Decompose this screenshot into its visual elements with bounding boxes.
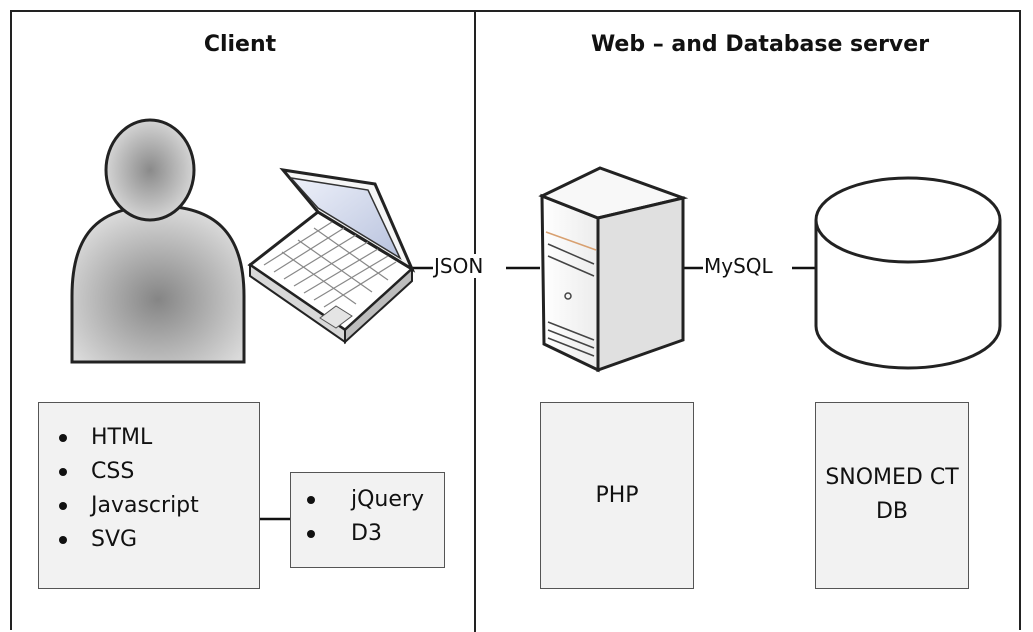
- list-item: jQuery: [293, 483, 424, 517]
- client-server-divider: [474, 10, 476, 632]
- list-item: D3: [293, 517, 424, 551]
- snomed-label-line1: SNOMED CT: [825, 465, 959, 490]
- client-technologies-list: HTML CSS Javascript SVG: [45, 421, 199, 557]
- javascript-libraries-box: jQuery D3: [290, 472, 445, 568]
- database-cylinder-icon: [814, 176, 1002, 370]
- snomed-label-line2: DB: [875, 499, 909, 524]
- snomed-db-box: SNOMED CT DB: [815, 402, 969, 589]
- server-heading: Web – and Database server: [590, 32, 930, 57]
- list-item: CSS: [45, 455, 199, 489]
- laptop-icon: [247, 167, 416, 345]
- diagram-frame: [10, 10, 1021, 630]
- json-connector-label: JSON: [433, 254, 485, 278]
- server-tower-icon: [538, 166, 689, 373]
- php-label: PHP: [595, 483, 639, 508]
- snomed-label: SNOMED CT DB: [816, 461, 968, 529]
- list-item: SVG: [45, 523, 199, 557]
- client-technologies-box: HTML CSS Javascript SVG: [38, 402, 260, 589]
- user-icon: [70, 118, 246, 364]
- javascript-libraries-list: jQuery D3: [293, 483, 424, 551]
- mysql-connector-label: MySQL: [703, 254, 774, 278]
- list-item: Javascript: [45, 489, 199, 523]
- client-heading: Client: [203, 32, 277, 57]
- list-item: HTML: [45, 421, 199, 455]
- php-box: PHP: [540, 402, 694, 589]
